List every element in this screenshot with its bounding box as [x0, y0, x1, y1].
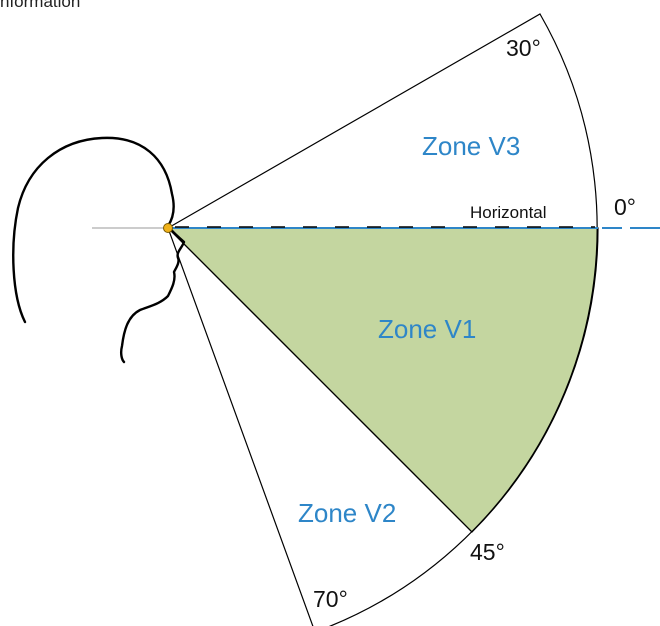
- angle-0-label: 0°: [614, 194, 636, 220]
- zone-v1-label: Zone V1: [378, 314, 476, 344]
- head-silhouette: [12, 136, 186, 364]
- viewing-fan-outline: [167, 13, 598, 626]
- angle-30-label: 30°: [506, 35, 541, 61]
- clipped-top-text: nformation: [0, 0, 81, 11]
- zone-v2-label: Zone V2: [298, 498, 396, 528]
- eye-point: [163, 223, 173, 233]
- angle-70-label: 70°: [313, 586, 348, 612]
- horizontal-label: Horizontal: [470, 203, 547, 222]
- angle-45-label: 45°: [470, 539, 505, 565]
- zone-v3-label: Zone V3: [422, 131, 520, 161]
- zone-v1-sector: [166, 227, 599, 533]
- boundary-45-line: [167, 227, 473, 533]
